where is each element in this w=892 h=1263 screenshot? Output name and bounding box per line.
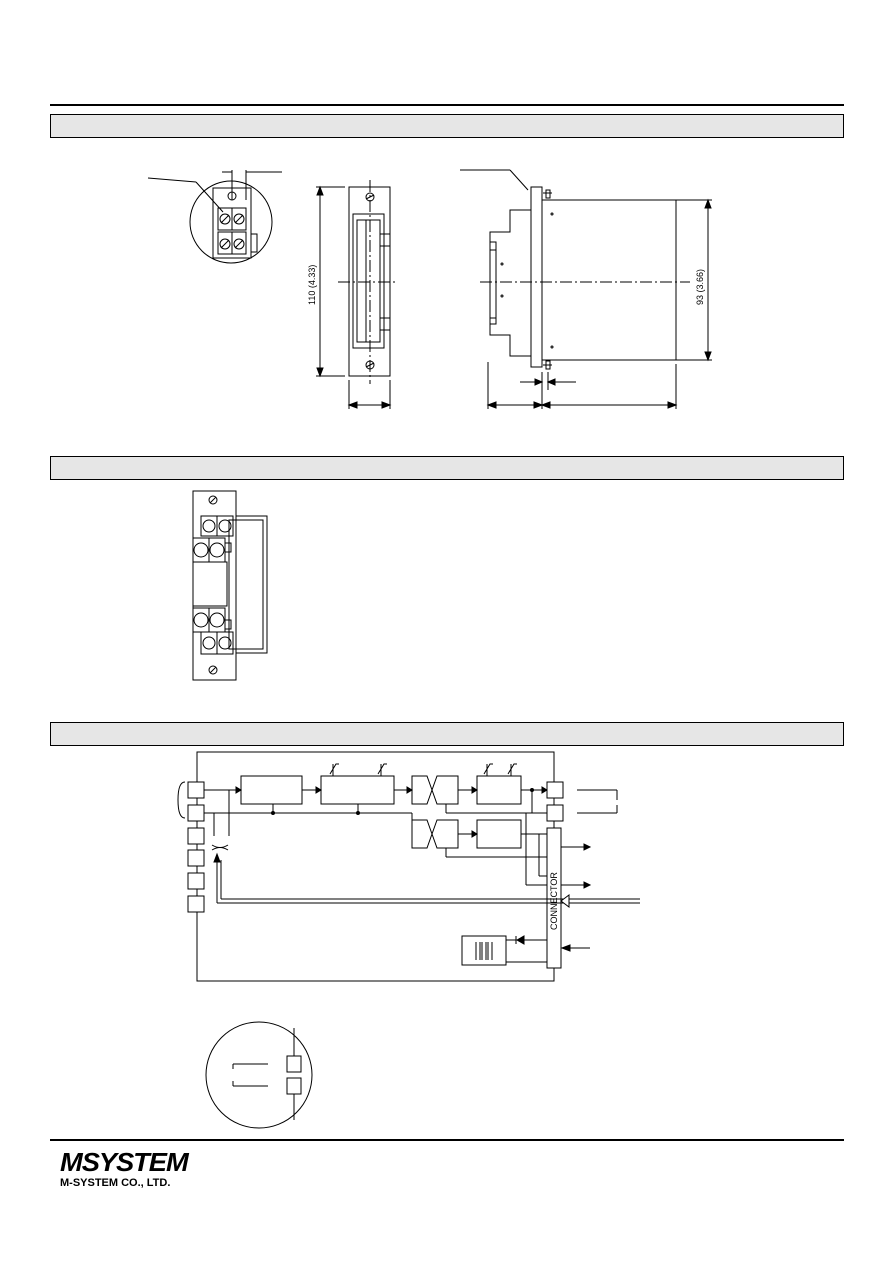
terminal-detail: [147, 170, 282, 264]
section-bar-terminal-assignments: [50, 456, 844, 480]
height-dimension-label: 110 (4.33): [307, 265, 317, 305]
block-diagram: [177, 751, 640, 982]
front-view: [316, 180, 398, 409]
logo-wordmark: MSYSTEM: [60, 1147, 189, 1177]
company-name: M-SYSTEM CO., LTD.: [60, 1177, 171, 1189]
terminal-assignment-drawing: [192, 490, 268, 681]
output-wiring-detail: [205, 1021, 313, 1129]
footer-rule: [50, 1139, 844, 1141]
header-rule: [50, 104, 844, 106]
section-bar-block-diagram: [50, 722, 844, 746]
section-bar-dimensions: [50, 114, 844, 138]
depth-dimension-label: 93 (3.66): [695, 269, 705, 305]
company-logo: MSYSTEM M-SYSTEM CO., LTD.: [60, 1149, 189, 1190]
side-view: [460, 169, 712, 409]
connector-label: CONNECTOR: [549, 872, 559, 930]
